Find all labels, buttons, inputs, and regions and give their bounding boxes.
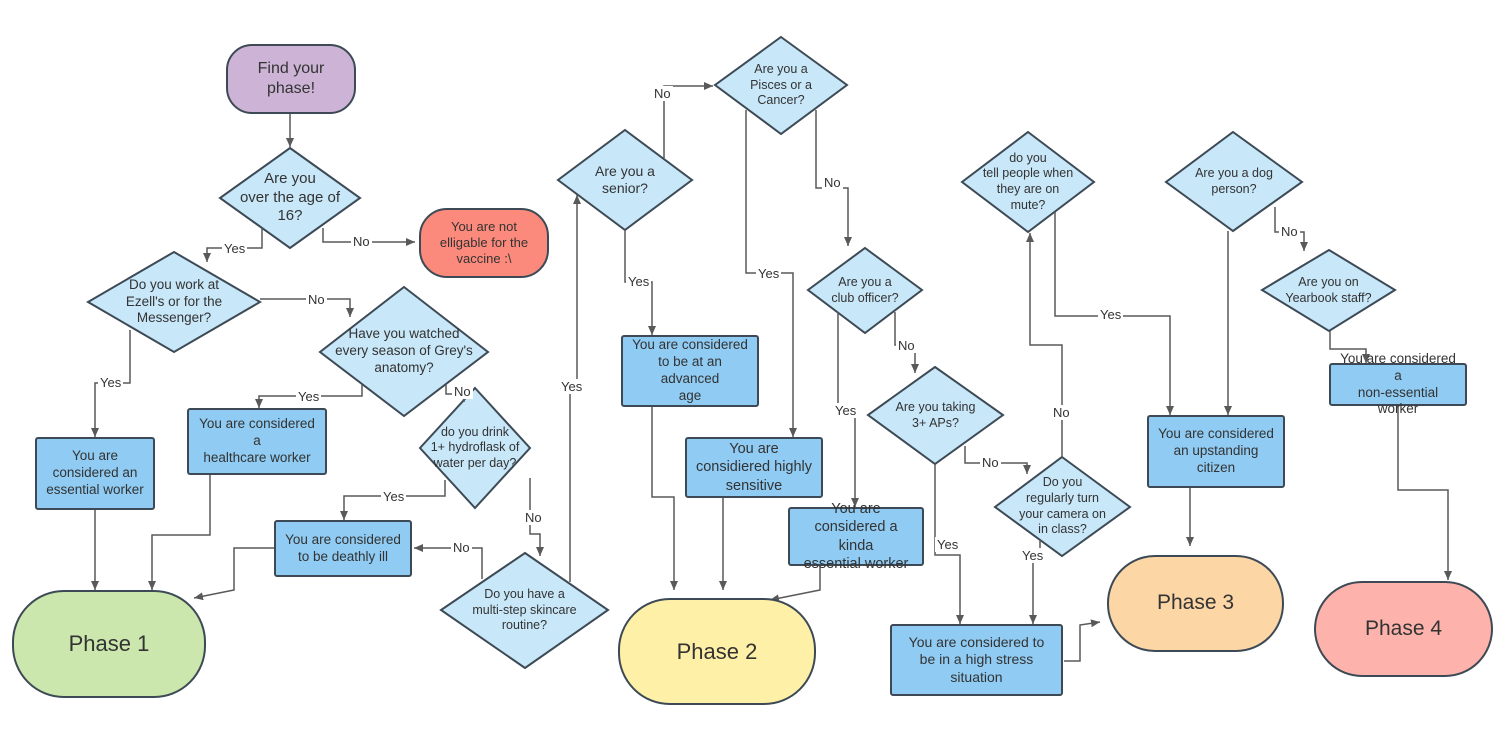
label-ezells-no: No: [306, 292, 327, 307]
label-skincare-yes: Yes: [559, 379, 585, 394]
label-hydro-no: No: [523, 510, 544, 525]
q-club-diamond: [806, 246, 924, 335]
label-greys-yes: Yes: [296, 389, 322, 404]
label-mute-yes: Yes: [1098, 307, 1124, 322]
q-age-text: Are you over the age of 16?: [239, 169, 341, 225]
q-camera-diamond: [993, 455, 1132, 558]
q-hydro-diamond: [418, 386, 532, 510]
high-stress-box: You are considered to be in a high stres…: [890, 624, 1063, 696]
label-club-yes: Yes: [833, 403, 859, 418]
deathly-ill-box: You are considered to be deathly ill: [274, 520, 412, 577]
healthcare-worker-box: You are considered a healthcare worker: [187, 408, 327, 475]
non-essential-box: You are considered a non-essential worke…: [1329, 351, 1467, 416]
start-node: Find your phase!: [226, 44, 356, 114]
not-eligible-node: You are not elligable for the vaccine :\: [419, 208, 549, 278]
edge-nonessential-phase4: [1397, 406, 1452, 580]
label-senior-yes: Yes: [626, 274, 652, 289]
q-pisces-diamond: [713, 35, 849, 136]
label-age-yes: Yes: [222, 241, 248, 256]
label-senior-no: No: [652, 86, 673, 101]
q-club-text: Are you a club officer?: [831, 274, 899, 305]
label-greys-no: No: [452, 384, 473, 399]
label-aps-no: No: [980, 455, 1001, 470]
label-camera-no: No: [1051, 405, 1072, 420]
phase-2-node: Phase 2: [618, 598, 816, 705]
q-skincare-diamond: [439, 551, 610, 670]
label-age-no: No: [351, 234, 372, 249]
label-ezells-yes: Yes: [98, 375, 124, 390]
q-dog-text: Are you a dog person?: [1195, 165, 1273, 196]
label-club-no: No: [896, 338, 917, 353]
phase-1-node: Phase 1: [12, 590, 206, 698]
q-skincare-text: Do you have a multi-step skincare routin…: [472, 587, 577, 633]
q-aps-text: Are you taking 3+ APs?: [895, 399, 976, 430]
edge-highstress-phase3: [1064, 619, 1101, 662]
edge-kinda-phase2: [769, 566, 821, 603]
essential-worker-box: You are considered an essential worker: [35, 437, 155, 510]
label-camera-yes: Yes: [1020, 548, 1046, 563]
q-greys-text: Have you watched every season of Grey's …: [335, 326, 473, 375]
q-senior-text: Are you a senior?: [595, 162, 655, 197]
label-hydro-yes: Yes: [381, 489, 407, 504]
advanced-age-box: You are considered to be at an advanced …: [621, 335, 759, 407]
kinda-essential-box: You are considered a kinda essential wor…: [788, 501, 924, 572]
edge-hydro-no: [529, 478, 544, 556]
q-ezells-text: Do you work at Ezell's or for the Messen…: [125, 276, 223, 326]
q-ezells-diamond: [86, 250, 262, 354]
edge-deathly-phase1: [193, 547, 274, 601]
q-yearbook-diamond: [1260, 248, 1397, 333]
edge-camera-no: [1026, 233, 1063, 457]
q-camera-text: Do you regularly turn your camera on in …: [1019, 475, 1106, 537]
q-hydro-text: do you drink 1+ hydroflask of water per …: [430, 424, 520, 470]
label-dog-no: No: [1279, 224, 1300, 239]
phase-3-node: Phase 3: [1107, 555, 1284, 652]
q-pisces-text: Are you a Pisces or a Cancer?: [750, 62, 812, 108]
q-yearbook-text: Are you on Yearbook staff?: [1285, 274, 1372, 305]
decision-shapes: [86, 35, 1397, 670]
label-pisces-yes: Yes: [756, 266, 782, 281]
edge-advanced-phase2: [651, 407, 678, 590]
q-mute-text: do you tell people when they are on mute…: [982, 150, 1074, 212]
label-skincare-no: No: [451, 540, 472, 555]
q-mute-diamond: [960, 130, 1096, 234]
phase-4-node: Phase 4: [1314, 581, 1493, 677]
q-greys-diamond: [318, 285, 490, 418]
edge-ezells-no: [260, 298, 354, 317]
q-age-diamond: [218, 146, 362, 250]
edge-aps-yes: [934, 464, 964, 624]
q-dog-diamond: [1164, 130, 1304, 233]
edge-healthcare-phase1: [148, 475, 211, 590]
label-aps-yes: Yes: [935, 537, 961, 552]
highly-sensitive-box: You are considiered highly sensitive: [685, 437, 823, 498]
upstanding-citizen-box: You are considered an upstanding citizen: [1147, 415, 1285, 488]
edge-skincare-no: [414, 544, 483, 579]
edge-age-no: [322, 228, 415, 246]
edge-yearbook-yes: [1329, 331, 1370, 363]
label-pisces-no: No: [822, 175, 843, 190]
